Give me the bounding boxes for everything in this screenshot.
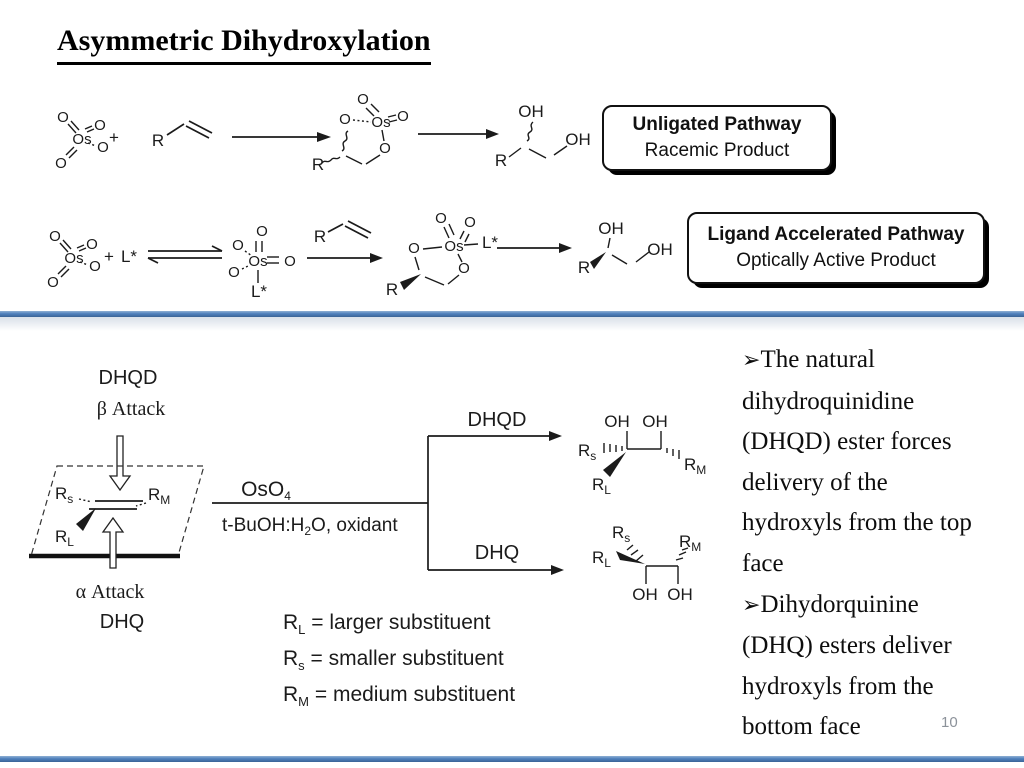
plus-sign: + (104, 247, 114, 266)
hydroxyl: OH (642, 412, 668, 431)
hydroxyl: OH (632, 585, 658, 604)
o-atom: O (379, 140, 391, 157)
hydroxyl: OH (604, 412, 630, 431)
r-group: R (314, 227, 326, 246)
o-atom: O (397, 108, 409, 125)
o-atom: O (256, 223, 268, 240)
section-divider-shadow (0, 317, 1024, 331)
chiral-diol-product: OH R OH (578, 219, 673, 277)
notes-panel: ➢The natural dihydroquinidine (DHQD) est… (742, 340, 994, 748)
ligand-pathway-title: Ligand Accelerated Pathway (707, 224, 965, 245)
diol-bottom-face-product: Rs RL RM OH OH (592, 523, 701, 604)
reaction-arrow (232, 132, 331, 142)
dhq-bottom-label: DHQ (100, 611, 144, 633)
o-atom: O (228, 264, 240, 281)
page-title: Asymmetric Dihydroxylation (57, 24, 431, 65)
osmium-ligand-complex: O O O Os O L* (228, 223, 296, 301)
substituent-legend: RL = larger substituent Rs = smaller sub… (283, 608, 515, 716)
rl-substituent: RL (592, 475, 611, 497)
r-group: R (386, 280, 398, 299)
equilibrium-arrows (147, 245, 223, 264)
row2-ligand-scheme: + L* O O O Os O L* (46, 210, 673, 301)
page-number: 10 (941, 714, 958, 731)
unligated-pathway-subtitle: Racemic Product (644, 140, 790, 161)
hydroxyl: OH (647, 240, 673, 259)
reaction-arrow (418, 129, 499, 139)
rl-substituent: RL (55, 527, 74, 549)
beta-attack-label: β Attack (97, 398, 166, 420)
alkene-plane: Rs RM RL (29, 465, 205, 559)
hydroxyl: OH (598, 219, 624, 238)
hydroxyl: OH (565, 130, 591, 149)
dhq-branch-label: DHQ (475, 542, 519, 564)
arrow-bullet-icon: ➢ (742, 592, 761, 618)
legend-line-medium: RM = medium substituent (283, 683, 516, 709)
r-group: R (578, 258, 590, 277)
row1-unligated-scheme: + R O Os O O O (54, 91, 591, 174)
unligated-pathway-box: Unligated Pathway Racemic Product (602, 105, 832, 171)
alpha-attack-arrow (101, 516, 125, 569)
section-divider-line (0, 311, 1024, 317)
o-atom: O (408, 240, 420, 257)
ligand-label: L* (251, 282, 267, 301)
hydroxyl: OH (518, 102, 544, 121)
facial-selectivity-diagram: DHQD β Attack Rs RM RL α Attack DHQ OsO4 (29, 367, 706, 633)
o-atom: O (435, 210, 447, 227)
rs-substituent: Rs (578, 441, 596, 463)
oso4-reagent-label: OsO4 (241, 478, 291, 503)
legend-line-larger: RL = larger substituent (283, 611, 491, 637)
dhqd-top-label: DHQD (99, 367, 158, 389)
arrow-bullet-icon: ➢ (742, 348, 761, 373)
hydroxyl: OH (667, 585, 693, 604)
reaction-arrow (307, 253, 383, 263)
rs-substituent: Rs (612, 523, 630, 545)
legend-line-smaller: Rs = smaller substituent (283, 647, 504, 673)
o-atom: O (357, 91, 369, 108)
rm-substituent: RM (679, 532, 701, 554)
solvent-conditions-label: t-BuOH:H2O, oxidant (222, 515, 398, 538)
os-atom: Os (371, 114, 390, 131)
reaction-arrow (497, 243, 572, 253)
note-bullet-dhq: ➢Dihydorquinine (DHQ) esters deliver hyd… (742, 590, 952, 741)
os-atom: Os (444, 238, 463, 255)
o-atom: O (284, 253, 296, 270)
ligand-pathway-subtitle: Optically Active Product (736, 250, 936, 271)
osmate-ester: O Os O O O R (312, 91, 409, 174)
racemic-diol-product: OH R OH (495, 102, 591, 170)
alpha-attack-label: α Attack (76, 581, 145, 603)
beta-attack-arrow (108, 435, 132, 492)
r-group: R (152, 131, 164, 150)
alkene: R (152, 120, 213, 150)
os-atom: Os (248, 253, 267, 270)
o-atom: O (464, 214, 476, 231)
r-group: R (312, 155, 324, 174)
r-group: R (495, 151, 507, 170)
o-atom: O (458, 260, 470, 277)
reaction-conditions: OsO4 t-BuOH:H2O, oxidant (212, 478, 428, 538)
o-atom: O (232, 237, 244, 254)
osmate-ester-ligated: O O Os L* O O R (386, 210, 499, 299)
plus-sign: + (109, 128, 119, 147)
ligand-label: L* (482, 233, 498, 252)
dhqd-branch-label: DHQD (468, 409, 527, 431)
rs-substituent: Rs (55, 484, 73, 506)
ligand-label: L* (121, 247, 137, 266)
rl-substituent: RL (592, 548, 611, 570)
unligated-pathway-title: Unligated Pathway (632, 114, 802, 135)
ligand-accelerated-pathway-box: Ligand Accelerated Pathway Optically Act… (687, 212, 985, 284)
rm-substituent: RM (148, 485, 170, 507)
o-atom: O (339, 111, 351, 128)
bottom-accent-bar (0, 756, 1024, 762)
diol-top-face-product: OH OH Rs RL RM (578, 412, 706, 497)
note-bullet-dhqd: ➢The natural dihydroquinidine (DHQD) est… (742, 346, 972, 577)
rm-substituent: RM (684, 455, 706, 477)
alkene: R (314, 220, 372, 246)
branch-arrows: DHQD DHQ (427, 409, 564, 575)
